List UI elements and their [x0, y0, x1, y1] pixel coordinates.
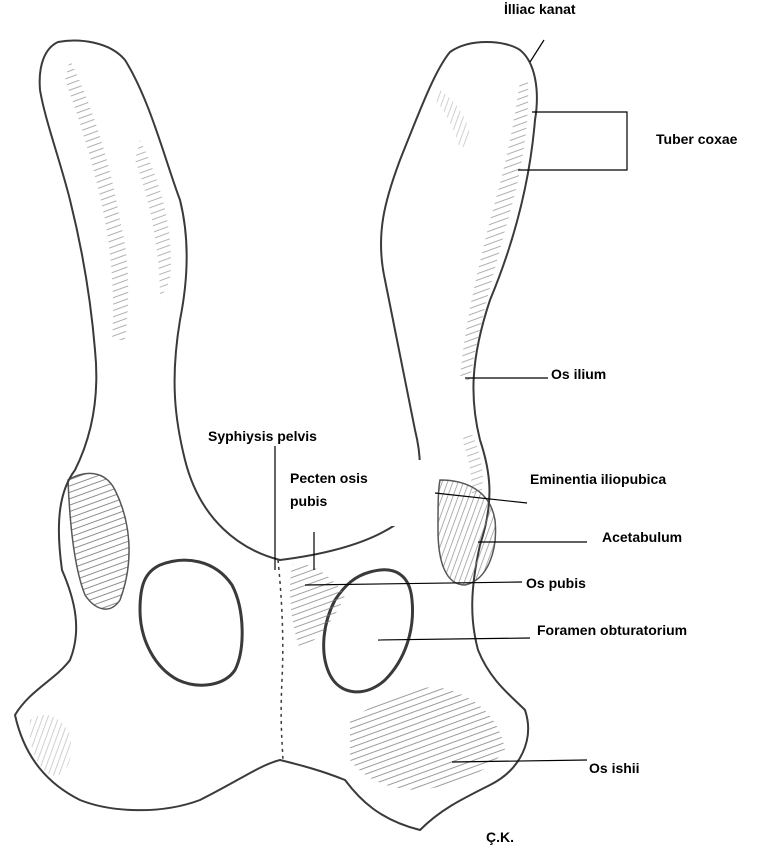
label-syphiysis-pelvis: Syphiysis pelvis	[208, 428, 317, 445]
label-pecten-osis-pubis: Pecten osis pubis	[290, 467, 400, 513]
label-foramen-obturatorium: Foramen obturatorium	[537, 622, 687, 639]
signature-label: Ç.K.	[486, 829, 514, 846]
leader-illiac-kanat	[530, 40, 544, 62]
label-eminentia-iliopubica: Eminentia iliopubica	[530, 471, 666, 488]
label-acetabulum: Acetabulum	[602, 529, 682, 546]
label-os-ishii: Os ishii	[589, 760, 640, 777]
label-os-pubis: Os pubis	[526, 575, 586, 592]
label-tuber-coxae: Tuber coxae	[656, 131, 737, 148]
label-illiac-kanat: İlliac kanat	[504, 1, 576, 18]
label-os-ilium: Os ilium	[551, 366, 606, 383]
